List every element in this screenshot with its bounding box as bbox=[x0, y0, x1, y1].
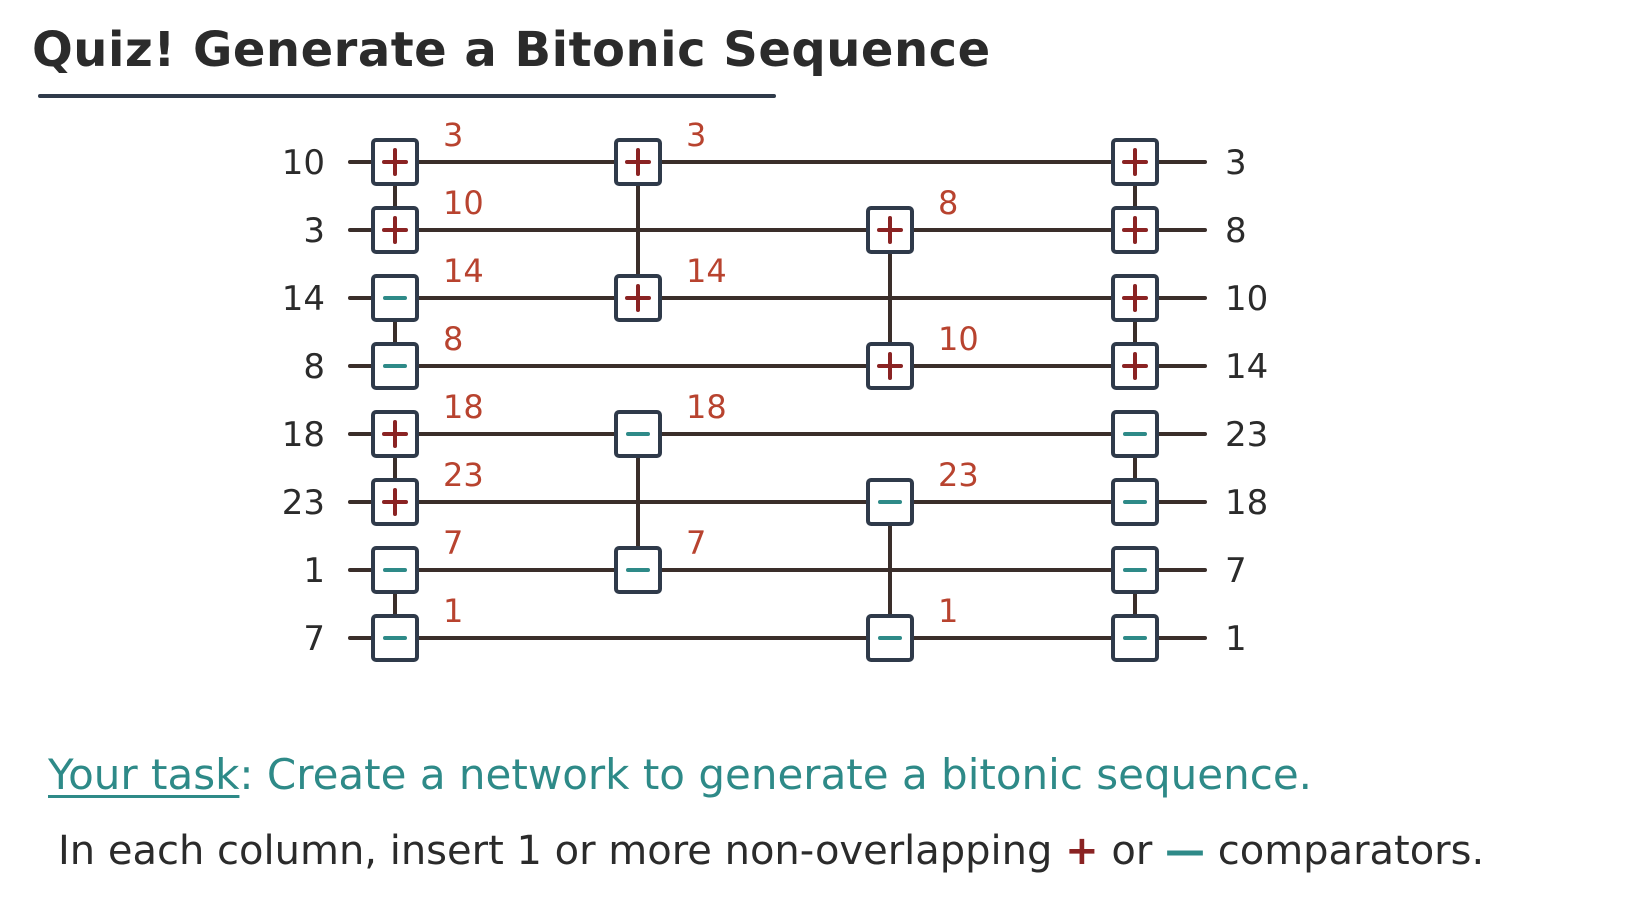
result-label-col0-wire1: 10 bbox=[443, 184, 484, 222]
task-text: : Create a network to generate a bitonic… bbox=[239, 750, 1313, 799]
task-line: Your task: Create a network to generate … bbox=[48, 750, 1312, 799]
plus-symbol: + bbox=[1065, 828, 1099, 874]
result-label-col1-wire4: 18 bbox=[686, 388, 727, 426]
input-label-5: 23 bbox=[282, 483, 325, 523]
instruction-line: In each column, insert 1 or more non-ove… bbox=[58, 828, 1484, 874]
result-label-col1-wire2: 14 bbox=[686, 252, 727, 290]
input-label-2: 14 bbox=[282, 279, 325, 319]
input-label-0: 10 bbox=[282, 143, 325, 183]
instruction-before: In each column, insert 1 or more non-ove… bbox=[58, 828, 1066, 874]
result-label-col2-wire3: 10 bbox=[938, 320, 979, 358]
output-label-5: 18 bbox=[1225, 483, 1268, 523]
instruction-middle: or bbox=[1098, 828, 1166, 874]
input-label-4: 18 bbox=[282, 415, 325, 455]
input-label-7: 7 bbox=[303, 619, 325, 659]
input-label-6: 1 bbox=[303, 551, 325, 591]
result-label-col2-wire1: 8 bbox=[938, 184, 958, 222]
output-label-6: 7 bbox=[1225, 551, 1247, 591]
result-label-col0-wire4: 18 bbox=[443, 388, 484, 426]
output-label-3: 14 bbox=[1225, 347, 1268, 387]
output-label-7: 1 bbox=[1225, 619, 1247, 659]
result-label-col0-wire2: 14 bbox=[443, 252, 484, 290]
page-title: Quiz! Generate a Bitonic Sequence bbox=[32, 22, 991, 78]
result-label-col0-wire3: 8 bbox=[443, 320, 463, 358]
input-label-3: 8 bbox=[303, 347, 325, 387]
result-label-col0-wire7: 1 bbox=[443, 592, 463, 630]
minus-symbol: — bbox=[1165, 828, 1206, 874]
result-label-col1-wire6: 7 bbox=[686, 524, 706, 562]
output-label-2: 10 bbox=[1225, 279, 1268, 319]
instruction-after: comparators. bbox=[1205, 828, 1485, 874]
result-label-col0-wire6: 7 bbox=[443, 524, 463, 562]
task-label: Your task bbox=[48, 750, 240, 799]
title-underline bbox=[38, 94, 776, 98]
result-label-col1-wire0: 3 bbox=[686, 116, 706, 154]
result-label-col2-wire5: 23 bbox=[938, 456, 979, 494]
input-label-1: 3 bbox=[303, 211, 325, 251]
result-label-col2-wire7: 1 bbox=[938, 592, 958, 630]
result-label-col0-wire5: 23 bbox=[443, 456, 484, 494]
output-label-4: 23 bbox=[1225, 415, 1268, 455]
output-label-0: 3 bbox=[1225, 143, 1247, 183]
output-label-1: 8 bbox=[1225, 211, 1247, 251]
result-label-col0-wire0: 3 bbox=[443, 116, 463, 154]
